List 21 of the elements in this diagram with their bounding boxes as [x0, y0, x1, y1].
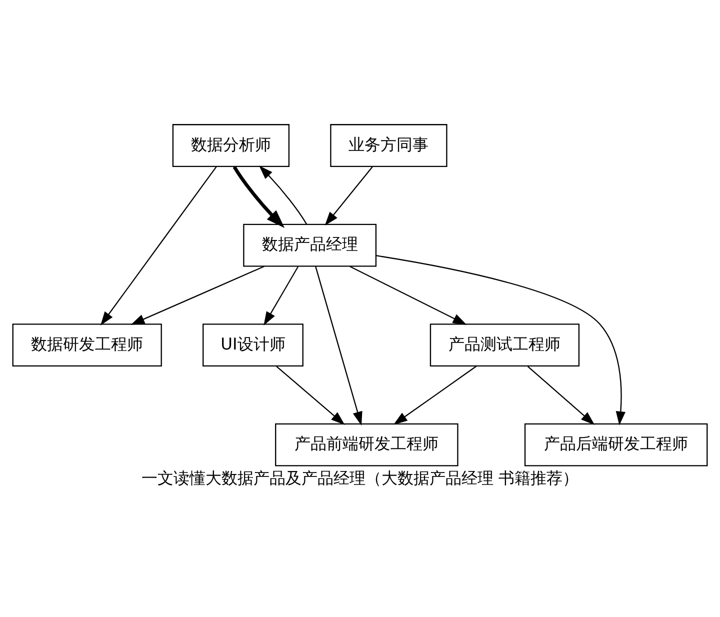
caption: 一文读懂大数据产品及产品经理（大数据产品经理 书籍推荐） — [141, 468, 579, 488]
arrow — [376, 255, 626, 426]
arrow — [100, 166, 217, 326]
arrow — [527, 366, 595, 425]
arrow — [259, 166, 308, 225]
arrow — [324, 166, 373, 226]
arrow — [232, 166, 285, 228]
node-box: 数据分析师 — [172, 124, 290, 167]
arrow — [315, 266, 362, 426]
node-box: 业务方同事 — [330, 124, 448, 167]
node-box: 数据研发工程师 — [12, 324, 162, 366]
arrow — [276, 366, 345, 425]
arrow — [264, 266, 299, 326]
node-box: UI设计师 — [202, 324, 304, 366]
node-box: 数据产品经理 — [243, 224, 377, 267]
arrow — [393, 366, 477, 425]
arrow — [349, 266, 467, 325]
arrow — [130, 266, 264, 325]
node-box: 产品后端研发工程师 — [524, 423, 708, 466]
node-box: 产品测试工程师 — [430, 324, 580, 366]
node-box: 产品前端研发工程师 — [275, 423, 458, 466]
